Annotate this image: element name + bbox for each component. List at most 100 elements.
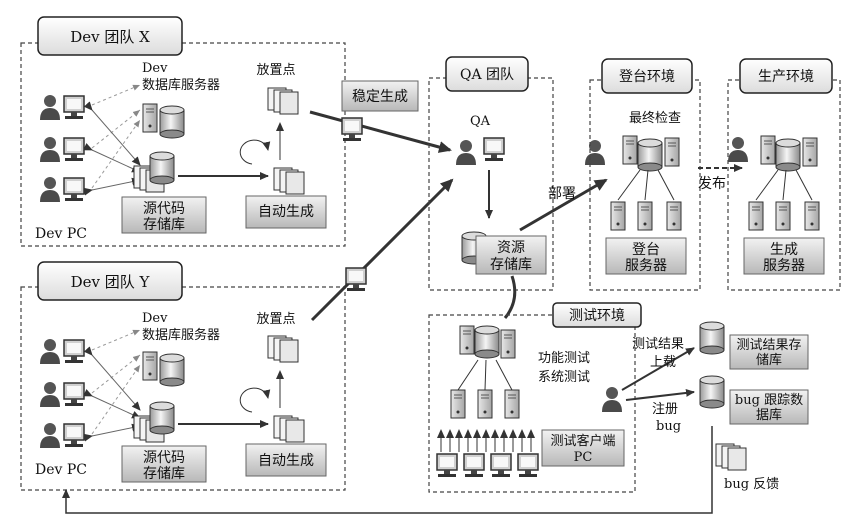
source-repo-icon — [149, 151, 175, 185]
developer-icon — [40, 423, 60, 448]
staging-server-icon — [622, 135, 638, 165]
qa-person-icon — [456, 140, 476, 165]
pc-monitor-icon — [63, 423, 85, 448]
test-client-pc-icon — [490, 453, 512, 478]
dev-team-y-title: Dev 团队 Y — [71, 273, 151, 291]
production-node-icon — [804, 201, 820, 231]
production-node-icon — [775, 201, 791, 231]
pc-monitor-icon — [63, 137, 85, 162]
bug-feedback-label: bug 反馈 — [724, 477, 779, 492]
resource-repo-label-2: 存储库 — [490, 257, 532, 273]
developer-icon — [40, 177, 60, 202]
developer-icon — [40, 137, 60, 162]
tester-icon — [602, 387, 622, 412]
deployer-icon — [585, 140, 605, 165]
dev-db-server-label-1: Dev — [142, 311, 168, 326]
release-label: 发布 — [698, 176, 726, 192]
register-label-2: bug — [656, 419, 681, 434]
bug-db-label-2: 据库 — [756, 407, 782, 423]
test-node-icon — [477, 389, 493, 419]
client-up-arrows — [437, 429, 535, 452]
dev-team-x: Dev 团队 X Dev PC Dev 数据库服务器 源代码 存储库 放置点 — [20, 16, 346, 247]
dev-team-y-tab — [37, 261, 183, 301]
auto-build-label: 自动生成 — [258, 453, 314, 469]
db-server-icon — [142, 103, 158, 133]
db-server-icon — [142, 351, 158, 381]
test-environment: 测试环境 功能测试 系统测试 测试客户端 — [428, 302, 642, 493]
database-icon — [159, 105, 185, 139]
test-server-icon — [459, 325, 475, 355]
test-results-db-label-2: 储库 — [756, 352, 782, 368]
upload-label-1: 测试结果 — [632, 337, 684, 352]
qa-person-label: QA — [470, 114, 491, 129]
bug-tracking-db: bug 跟踪数 据库 — [699, 375, 809, 425]
staging-node-icon — [637, 201, 653, 231]
production-server-icon — [802, 137, 818, 167]
drop-point-icon — [267, 335, 299, 363]
test-results-db-label-1: 测试结果存 — [736, 338, 801, 353]
dev-pc-label: Dev PC — [35, 462, 87, 478]
database-icon — [159, 353, 185, 387]
test-results-db: 测试结果存 储库 — [699, 321, 809, 370]
staging-server-label-2: 服务器 — [625, 258, 667, 274]
test-env-tab — [552, 302, 642, 328]
dev-pc-label: Dev PC — [35, 226, 87, 242]
staging-tab — [601, 58, 693, 94]
test-node-icon — [504, 389, 520, 419]
source-repo-label-2: 存储库 — [143, 217, 185, 233]
dev-team-x-tab — [37, 16, 183, 56]
staging-db-icon — [637, 138, 663, 172]
operator-icon — [728, 137, 748, 162]
register-label-1: 注册 — [652, 402, 678, 417]
production-server-icon — [760, 135, 776, 165]
drop-point-label: 放置点 — [256, 63, 295, 78]
production-tab — [739, 58, 833, 94]
stable-build-label: 稳定生成 — [352, 89, 408, 105]
dev-team-y: Dev 团队 Y Dev PC Dev 数据库服务器 源代码 存储库 放置点 自… — [20, 261, 346, 491]
production-server-label-1: 生成 — [770, 242, 798, 258]
test-client-label-1: 测试客户端 — [550, 433, 615, 449]
auto-build-label: 自动生成 — [258, 204, 314, 220]
test-node-icon — [450, 389, 466, 419]
dev-db-server-label-2: 数据库服务器 — [142, 327, 220, 343]
test-type-label-2: 系统测试 — [538, 370, 590, 385]
staging-node-icon — [666, 201, 682, 231]
stable-build-flow: 稳定生成 — [309, 80, 454, 322]
staging-server-icon — [664, 137, 680, 167]
pc-monitor-icon — [63, 177, 85, 202]
staging-server-label-1: 登台 — [632, 242, 660, 258]
bug-db-label-1: bug 跟踪数 — [735, 393, 803, 408]
qa-pc-icon — [483, 137, 505, 162]
qa-team-title: QA 团队 — [460, 67, 514, 83]
production-title: 生产环境 — [758, 69, 814, 85]
test-db-icon — [474, 325, 500, 359]
test-server-icon — [500, 329, 516, 359]
build-tools-icon — [273, 415, 305, 443]
test-client-pc-icon — [517, 453, 539, 478]
test-client-pc-icon — [436, 453, 458, 478]
test-client-pc-icon — [463, 453, 485, 478]
production-node-icon — [748, 201, 764, 231]
dev-db-server-label-2: 数据库服务器 — [142, 77, 220, 93]
staging-title: 登台环境 — [619, 69, 675, 85]
dev-db-server-label-1: Dev — [142, 61, 168, 76]
developer-icon — [40, 95, 60, 120]
bug-db-icon — [699, 375, 725, 409]
production-server-label-2: 服务器 — [763, 258, 805, 274]
resource-repo-label-1: 资源 — [497, 240, 525, 256]
build-package-icon — [341, 117, 363, 142]
developer-icon — [40, 339, 60, 364]
staging-environment: 登台环境 最终检查 登台 服务器 — [589, 58, 701, 291]
pc-monitor-icon — [63, 95, 85, 120]
production-db-icon — [775, 138, 801, 172]
bug-report-icon — [715, 443, 747, 471]
production-environment: 生产环境 生成 服务器 — [727, 58, 841, 291]
build-package-icon — [345, 267, 367, 292]
developer-icon — [40, 382, 60, 407]
qa-team: QA 团队 QA 资源 存储库 — [428, 56, 554, 291]
source-repo-label-1: 源代码 — [143, 201, 185, 217]
qa-team-tab — [445, 56, 529, 92]
upload-label-2: 上载 — [650, 355, 676, 370]
deploy-label: 部署 — [548, 186, 576, 202]
test-results-db-icon — [699, 321, 725, 355]
